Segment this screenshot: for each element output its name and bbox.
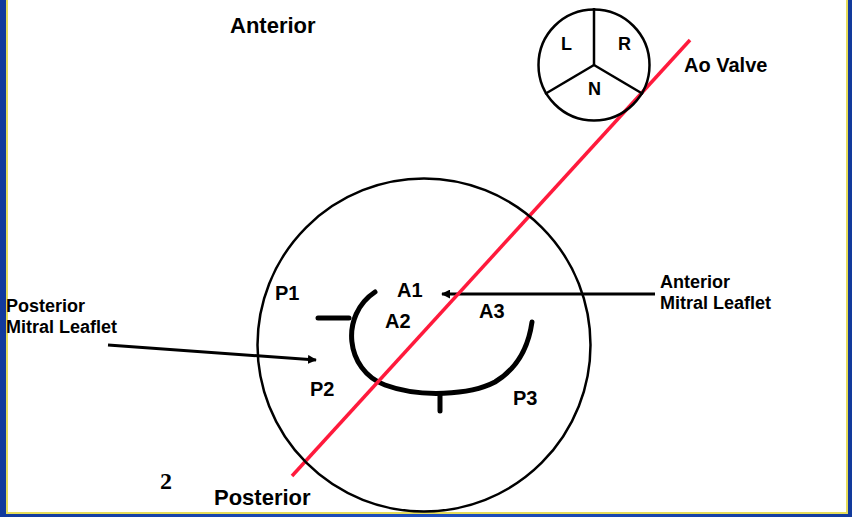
mitral-annulus-circle-outline [256, 177, 592, 513]
leaflet-coaptation-line [352, 292, 532, 393]
scallop-label: A1 [397, 279, 423, 302]
cusp-divider [593, 8, 596, 65]
aortic-valve-circle-outline [537, 8, 651, 122]
scallop-divider [318, 316, 349, 321]
scallop-label: P2 [310, 378, 334, 401]
orientation-label: Anterior [230, 13, 316, 38]
pointer-arrow [108, 345, 316, 360]
scallop-divider [438, 394, 443, 411]
scallop-label: A3 [479, 300, 505, 323]
mitral-annulus-circle: P1 A1A2 A3P2 P3 [256, 177, 592, 513]
pointer-arrow [442, 293, 655, 296]
slide-panel [6, 0, 848, 514]
cusp-label: R [618, 34, 631, 55]
orientation-label: Posterior [214, 485, 311, 510]
callout-number: 2 [160, 468, 172, 496]
scallop-label: P1 [275, 282, 299, 305]
leaflet-label: Anterior Mitral Leaflet [660, 272, 778, 313]
leaflet-label: Posterior Mitral Leaflet [6, 296, 124, 337]
scallop-label: A2 [385, 310, 411, 333]
cusp-divider [545, 65, 594, 94]
structure-label: Ao Valve [684, 54, 767, 77]
circle-outline [258, 179, 591, 512]
cusp-label: N [588, 79, 601, 100]
aortic-valve-circle: LRNAo Valve [537, 8, 651, 122]
scallop-label: P3 [513, 387, 537, 410]
cusp-divider [594, 65, 643, 94]
cusp-label: L [561, 34, 572, 55]
